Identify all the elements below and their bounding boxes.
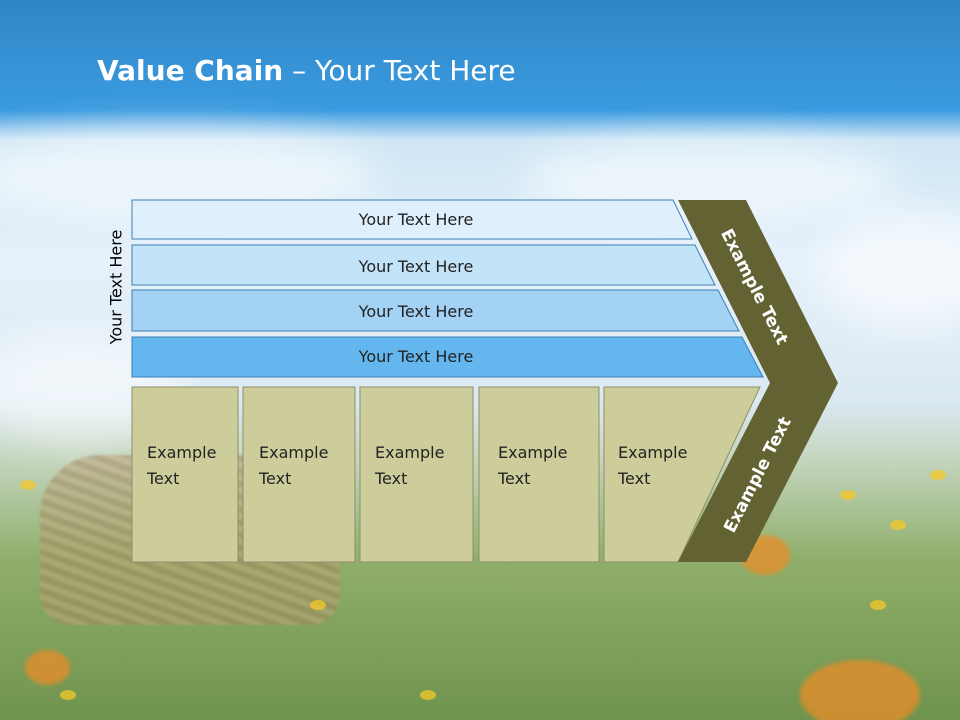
box-2-line1: Example xyxy=(259,443,328,462)
chevron-arrow xyxy=(678,200,838,562)
box-reflection xyxy=(479,564,599,720)
box-1-line2: Text xyxy=(146,469,179,488)
box-4-line2: Text xyxy=(497,469,530,488)
bar-2-label: Your Text Here xyxy=(358,257,474,276)
flower-decoration xyxy=(930,470,946,480)
box-reflection xyxy=(132,564,238,720)
cloud-decoration xyxy=(820,210,960,330)
box-2-line2: Text xyxy=(258,469,291,488)
flower-decoration xyxy=(20,480,36,490)
flower-decoration xyxy=(840,490,856,500)
box-5-line2: Text xyxy=(617,469,650,488)
arrow-reflection xyxy=(678,564,829,720)
bar-3-label: Your Text Here xyxy=(358,302,474,321)
box-4 xyxy=(478,386,600,563)
bar-4 xyxy=(131,336,764,378)
bar-1-label: Your Text Here xyxy=(358,210,474,229)
box-4-line1: Example xyxy=(498,443,567,462)
slide-title: Value Chain – Your Text Here xyxy=(97,54,516,87)
box-1 xyxy=(131,386,239,563)
flower-decoration xyxy=(870,600,886,610)
title-bold: Value Chain xyxy=(97,54,284,87)
diagram-reflection xyxy=(132,564,829,720)
box-2 xyxy=(242,386,356,563)
box-3 xyxy=(359,386,474,563)
bar-4-label: Your Text Here xyxy=(358,347,474,366)
box-1-line1: Example xyxy=(147,443,216,462)
box-3-line1: Example xyxy=(375,443,444,462)
flower-decoration xyxy=(25,650,70,685)
flower-decoration xyxy=(890,520,906,530)
bar-2 xyxy=(131,244,716,286)
bar-3 xyxy=(131,289,740,332)
flower-decoration xyxy=(60,690,76,700)
box-reflection xyxy=(360,564,473,720)
box-5-line1: Example xyxy=(618,443,687,462)
box-3-line2: Text xyxy=(374,469,407,488)
title-rest: – Your Text Here xyxy=(283,54,516,87)
bar-1 xyxy=(131,199,693,240)
box-reflection xyxy=(604,564,752,720)
box-reflection xyxy=(243,564,355,720)
